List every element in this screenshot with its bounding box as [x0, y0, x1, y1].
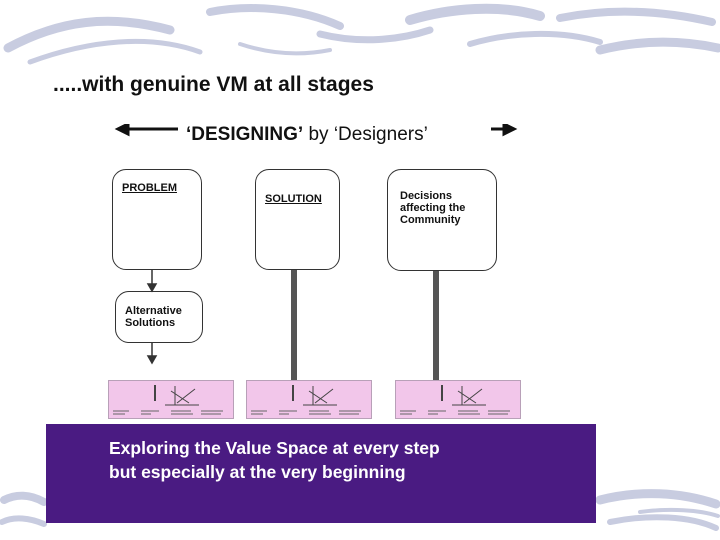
value-space-panel-2: [246, 380, 372, 419]
arrowhead-to-panel-1: [148, 356, 156, 363]
callout-line-1: Exploring the Value Space at every step: [109, 438, 440, 459]
solution-connector: [291, 270, 297, 380]
decisions-connector: [433, 271, 439, 380]
callout-box: Exploring the Value Space at every step …: [46, 424, 596, 523]
value-space-panel-1: [108, 380, 234, 419]
value-space-diagram-1: [109, 381, 235, 420]
arrowhead-to-alternatives: [148, 284, 156, 291]
value-space-panel-3: [395, 380, 521, 419]
value-space-diagram-2: [247, 381, 373, 420]
value-space-diagram-3: [396, 381, 522, 420]
connector-lines: [0, 0, 720, 430]
callout-line-2: but especially at the very beginning: [109, 462, 406, 483]
